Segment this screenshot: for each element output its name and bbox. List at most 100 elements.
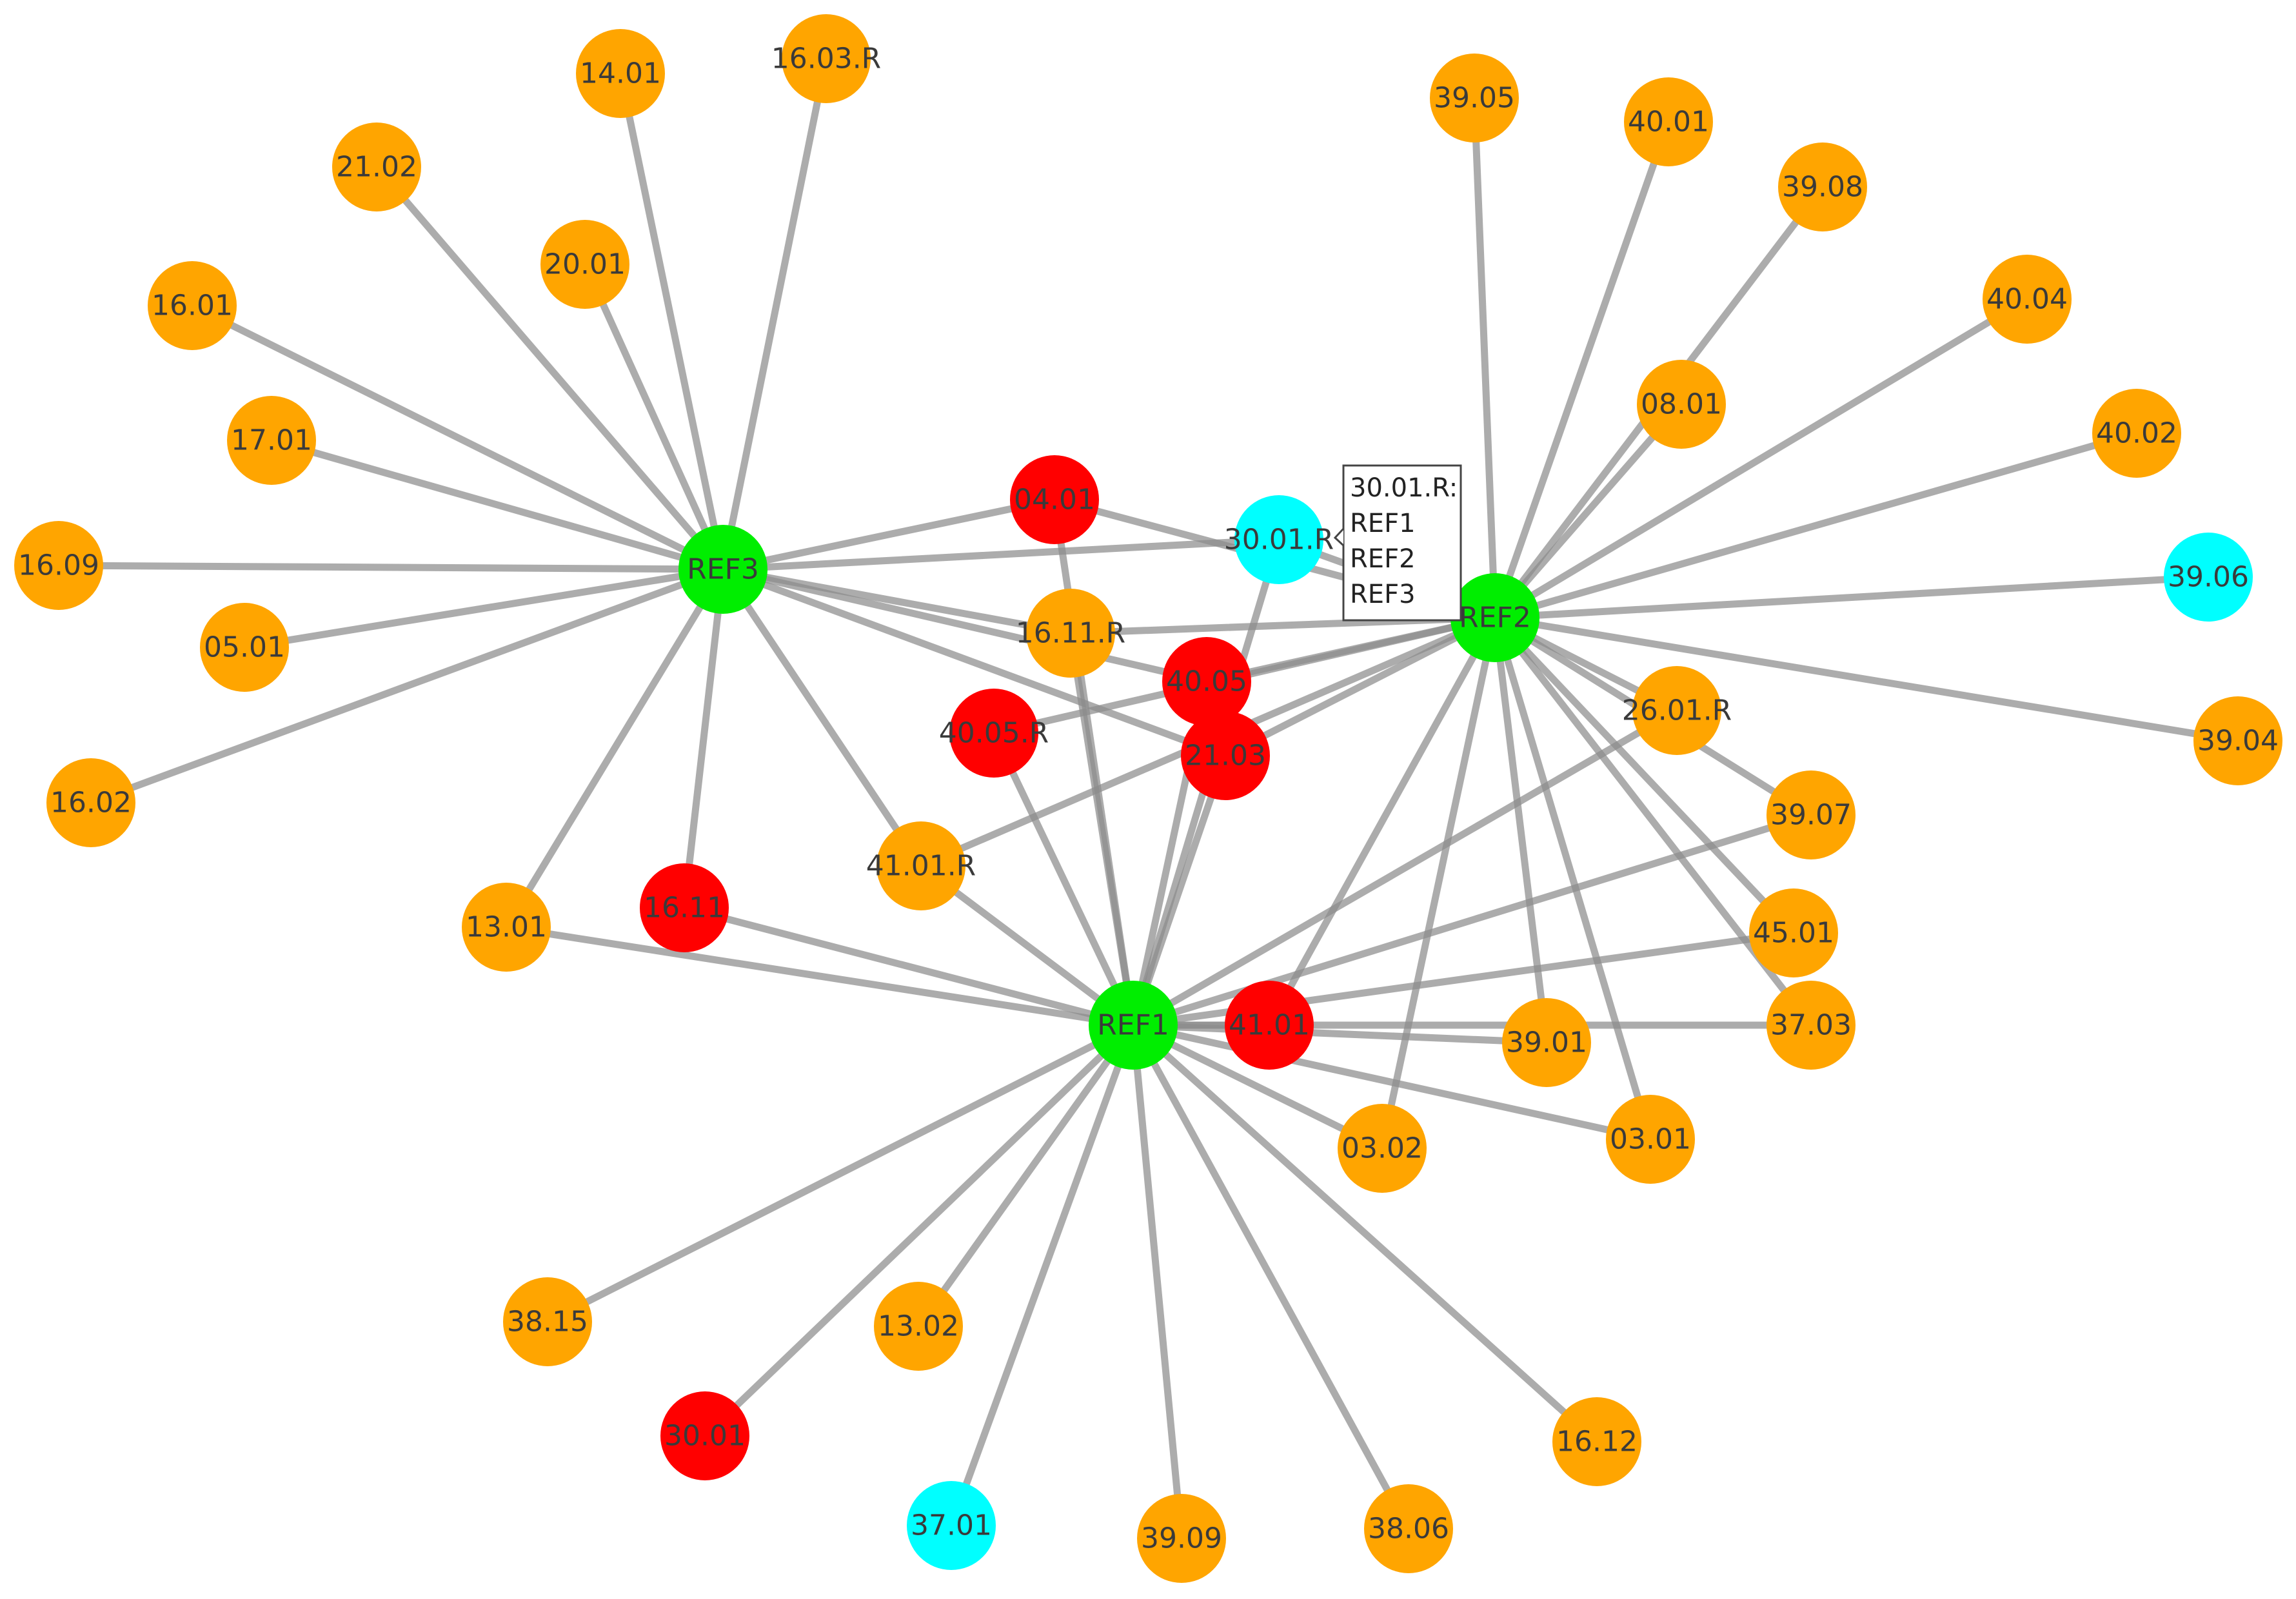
- node-16-01[interactable]: 16.01: [148, 261, 237, 350]
- node-16-02[interactable]: 16.02: [46, 758, 135, 847]
- node-circle[interactable]: [1181, 711, 1270, 800]
- node-circle[interactable]: [1767, 770, 1856, 859]
- node-circle[interactable]: [1552, 1397, 1641, 1486]
- node-circle[interactable]: [46, 758, 135, 847]
- node-37-01[interactable]: 37.01: [907, 1481, 996, 1570]
- node-label: 16.11.R: [1016, 617, 1126, 650]
- node-circle[interactable]: [1162, 637, 1251, 726]
- node-circle[interactable]: [1778, 142, 1867, 231]
- node-circle[interactable]: [1225, 981, 1314, 1070]
- node-16-11-r[interactable]: 16.11.R: [1016, 589, 1126, 678]
- node-circle[interactable]: [1010, 455, 1099, 544]
- node-label: 13.01: [466, 911, 547, 944]
- node-39-05[interactable]: 39.05: [1430, 54, 1519, 142]
- node-circle[interactable]: [148, 261, 237, 350]
- node-circle[interactable]: [782, 14, 871, 103]
- node-label: 41.01.R: [866, 850, 976, 883]
- node-circle[interactable]: [660, 1391, 749, 1480]
- node-circle[interactable]: [1234, 495, 1323, 584]
- node-circle[interactable]: [14, 521, 103, 610]
- node-03-02[interactable]: 03.02: [1338, 1104, 1427, 1193]
- tooltip-title: 30.01.R:: [1350, 473, 1458, 503]
- node-40-04[interactable]: 40.04: [1983, 255, 2072, 344]
- node-circle[interactable]: [1606, 1095, 1695, 1184]
- node-40-01[interactable]: 40.01: [1624, 77, 1713, 166]
- node-circle[interactable]: [678, 525, 767, 614]
- node-ref1[interactable]: REF1: [1089, 981, 1178, 1070]
- node-13-02[interactable]: 13.02: [874, 1282, 963, 1371]
- node-16-09[interactable]: 16.09: [14, 521, 103, 610]
- node-04-01[interactable]: 04.01: [1010, 455, 1099, 544]
- node-label: 39.05: [1434, 82, 1515, 115]
- node-03-01[interactable]: 03.01: [1606, 1095, 1695, 1184]
- node-16-11[interactable]: 16.11: [640, 863, 729, 952]
- node-circle[interactable]: [1637, 360, 1726, 449]
- node-21-02[interactable]: 21.02: [332, 123, 421, 211]
- node-38-15[interactable]: 38.15: [503, 1277, 592, 1366]
- node-39-04[interactable]: 39.04: [2193, 696, 2282, 785]
- node-circle[interactable]: [1137, 1494, 1226, 1583]
- node-40-05[interactable]: 40.05: [1162, 637, 1251, 726]
- node-39-06[interactable]: 39.06: [2164, 533, 2253, 622]
- node-circle[interactable]: [332, 123, 421, 211]
- node-circle[interactable]: [462, 883, 551, 972]
- edge-ref3-17-01: [268, 437, 727, 573]
- node-39-09[interactable]: 39.09: [1137, 1494, 1226, 1583]
- node-circle[interactable]: [1983, 255, 2072, 344]
- node-41-01[interactable]: 41.01: [1225, 981, 1314, 1070]
- node-20-01[interactable]: 20.01: [540, 220, 629, 309]
- node-circle[interactable]: [227, 396, 316, 485]
- edge-ref1-13-01: [502, 923, 1137, 1029]
- node-39-01[interactable]: 39.01: [1502, 998, 1591, 1087]
- node-circle[interactable]: [540, 220, 629, 309]
- node-30-01-r[interactable]: 30.01.R: [1224, 495, 1334, 584]
- node-14-01[interactable]: 14.01: [576, 29, 665, 118]
- node-circle[interactable]: [874, 1282, 963, 1371]
- node-circle[interactable]: [640, 863, 729, 952]
- node-13-01[interactable]: 13.01: [462, 883, 551, 972]
- node-38-06[interactable]: 38.06: [1364, 1484, 1453, 1573]
- node-circle[interactable]: [949, 689, 1038, 778]
- node-16-12[interactable]: 16.12: [1552, 1397, 1641, 1486]
- node-circle[interactable]: [876, 821, 965, 910]
- node-circle[interactable]: [1338, 1104, 1427, 1193]
- node-circle[interactable]: [200, 603, 289, 692]
- node-circle[interactable]: [1450, 573, 1539, 662]
- node-circle[interactable]: [1632, 666, 1721, 755]
- node-37-03[interactable]: 37.03: [1767, 981, 1856, 1070]
- node-17-01[interactable]: 17.01: [227, 396, 316, 485]
- node-circle[interactable]: [1026, 589, 1115, 678]
- node-08-01[interactable]: 08.01: [1637, 360, 1726, 449]
- node-ref3[interactable]: REF3: [678, 525, 767, 614]
- node-circle[interactable]: [576, 29, 665, 118]
- edge-ref2-45-01: [1491, 614, 1797, 937]
- node-21-03[interactable]: 21.03: [1181, 711, 1270, 800]
- node-30-01[interactable]: 30.01: [660, 1391, 749, 1480]
- edge-ref2-40-01: [1491, 118, 1672, 622]
- node-circle[interactable]: [907, 1481, 996, 1570]
- node-circle[interactable]: [1749, 888, 1838, 977]
- node-40-02[interactable]: 40.02: [2092, 389, 2181, 478]
- node-circle[interactable]: [2092, 389, 2181, 478]
- node-circle[interactable]: [503, 1277, 592, 1366]
- node-circle[interactable]: [1364, 1484, 1453, 1573]
- node-39-07[interactable]: 39.07: [1767, 770, 1856, 859]
- node-ref2[interactable]: REF2: [1450, 573, 1539, 662]
- edge-ref1-39-07: [1129, 811, 1815, 1029]
- edge-ref2-39-06: [1491, 573, 2212, 622]
- node-40-05-r[interactable]: 40.05.R: [939, 689, 1049, 778]
- node-label: 05.01: [204, 631, 285, 664]
- node-circle[interactable]: [2164, 533, 2253, 622]
- node-41-01-r[interactable]: 41.01.R: [866, 821, 976, 910]
- node-circle[interactable]: [1430, 54, 1519, 142]
- node-26-01-r[interactable]: 26.01.R: [1622, 666, 1732, 755]
- node-circle[interactable]: [2193, 696, 2282, 785]
- node-39-08[interactable]: 39.08: [1778, 142, 1867, 231]
- node-circle[interactable]: [1089, 981, 1178, 1070]
- node-45-01[interactable]: 45.01: [1749, 888, 1838, 977]
- node-05-01[interactable]: 05.01: [200, 603, 289, 692]
- node-16-03-r[interactable]: 16.03.R: [771, 14, 882, 103]
- node-circle[interactable]: [1624, 77, 1713, 166]
- node-circle[interactable]: [1767, 981, 1856, 1070]
- node-circle[interactable]: [1502, 998, 1591, 1087]
